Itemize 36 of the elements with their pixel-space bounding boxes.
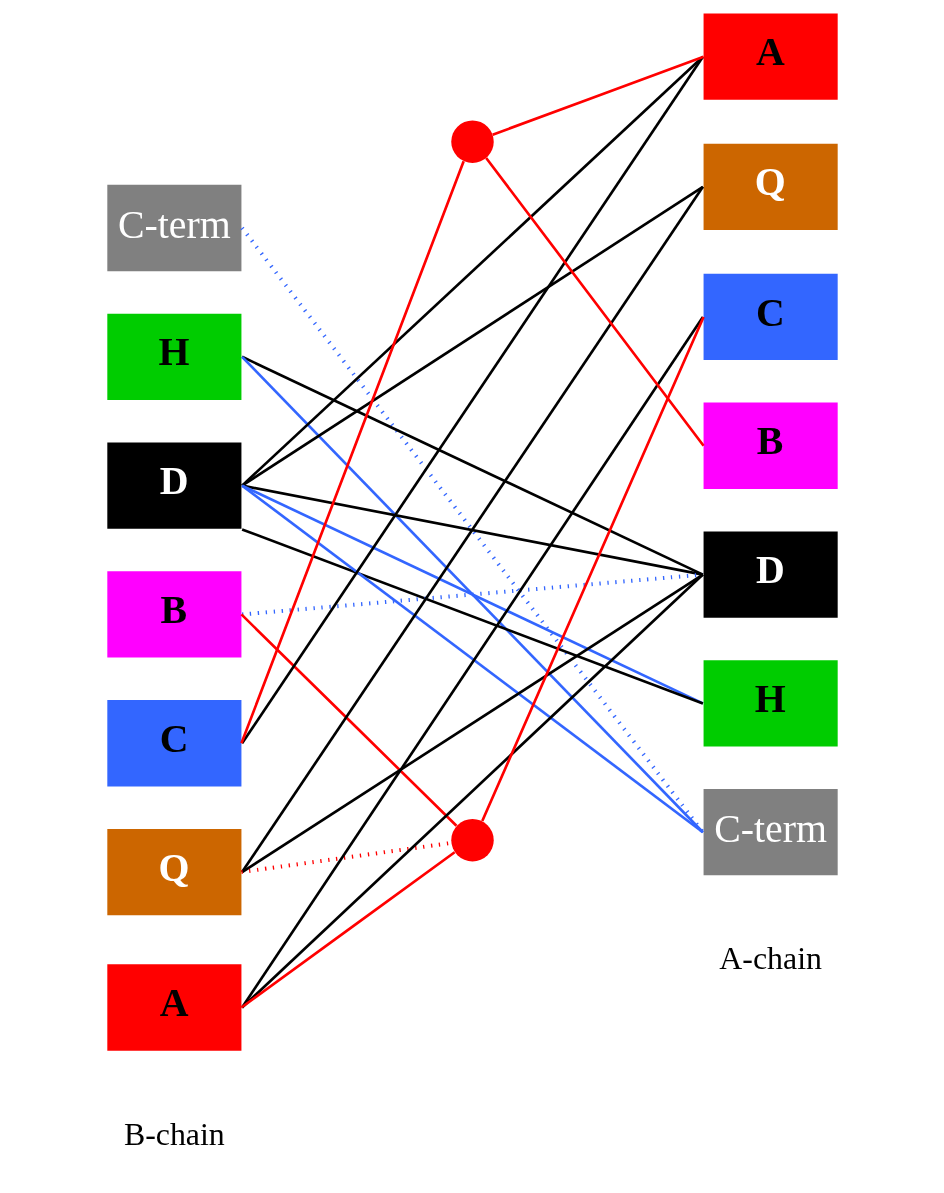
node-box: C — [106, 700, 241, 787]
node-box: C-term — [106, 184, 241, 272]
connector — [241, 484, 703, 576]
node-box: D — [106, 442, 241, 529]
node-box: C-term — [703, 789, 838, 876]
node-box: D — [703, 531, 838, 618]
connector — [240, 613, 457, 827]
connector — [240, 573, 704, 1009]
connector — [240, 841, 451, 875]
node-box: H — [106, 313, 241, 400]
connector — [241, 528, 703, 705]
node-box: Q — [106, 828, 241, 916]
connector — [240, 355, 704, 834]
connector — [240, 484, 704, 834]
connector — [241, 484, 703, 705]
node-box: B — [106, 571, 241, 658]
connector — [491, 55, 704, 136]
connector — [239, 160, 465, 744]
node-box: H — [703, 660, 838, 747]
node-box: A — [703, 13, 838, 100]
connector — [484, 157, 705, 447]
connector — [241, 355, 703, 576]
label: A-chain — [718, 941, 822, 977]
node-box: B — [703, 402, 838, 489]
node-box: A — [106, 964, 241, 1051]
node-circle — [450, 120, 494, 163]
node-box: C — [703, 273, 838, 361]
connector — [240, 55, 704, 744]
label: B-chain — [123, 1116, 225, 1152]
connector — [240, 851, 455, 1009]
node-box: Q — [703, 143, 838, 230]
connector — [240, 55, 704, 487]
connector — [240, 316, 704, 1009]
connector — [480, 316, 705, 822]
connector — [240, 185, 704, 487]
node-circle — [450, 818, 494, 862]
